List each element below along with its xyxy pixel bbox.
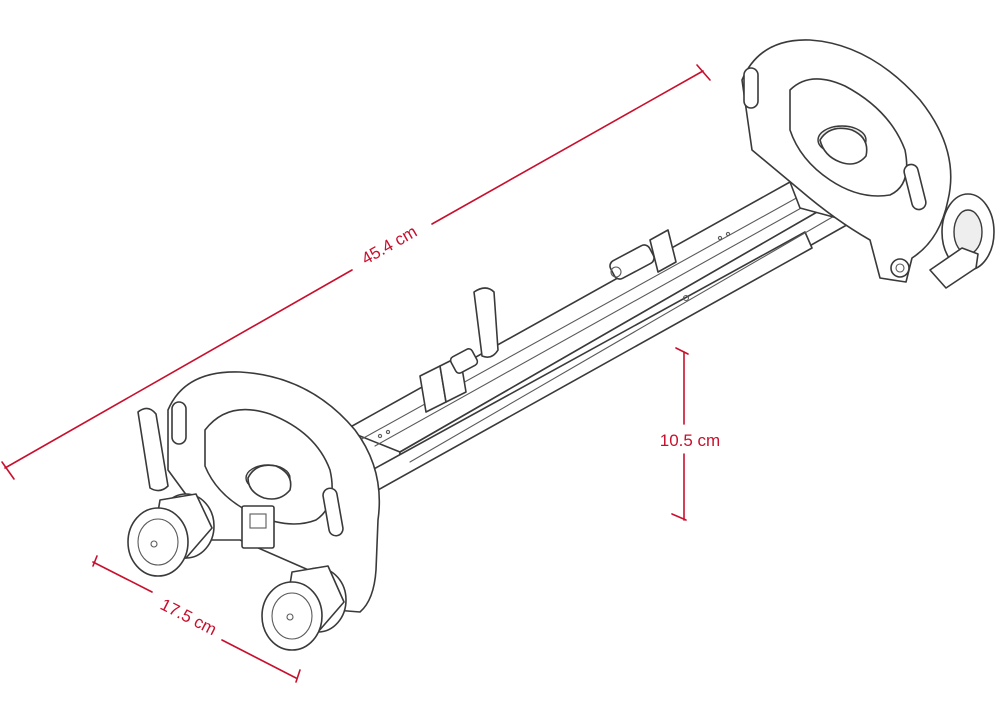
height-dimension: 10.5 cm bbox=[660, 347, 720, 521]
length-label: 45.4 cm bbox=[358, 222, 420, 268]
length-dimension: 45.4 cm bbox=[1, 64, 711, 480]
rear-clamp bbox=[609, 229, 677, 280]
front-frame bbox=[137, 371, 381, 613]
rail-assembly bbox=[344, 181, 853, 491]
rear-frame bbox=[741, 39, 995, 289]
center-clamp bbox=[419, 287, 499, 413]
height-label: 10.5 cm bbox=[660, 431, 720, 450]
width-label: 17.5 cm bbox=[157, 595, 220, 639]
front-wheel-left bbox=[127, 493, 215, 577]
front-wheel-right bbox=[261, 565, 347, 651]
